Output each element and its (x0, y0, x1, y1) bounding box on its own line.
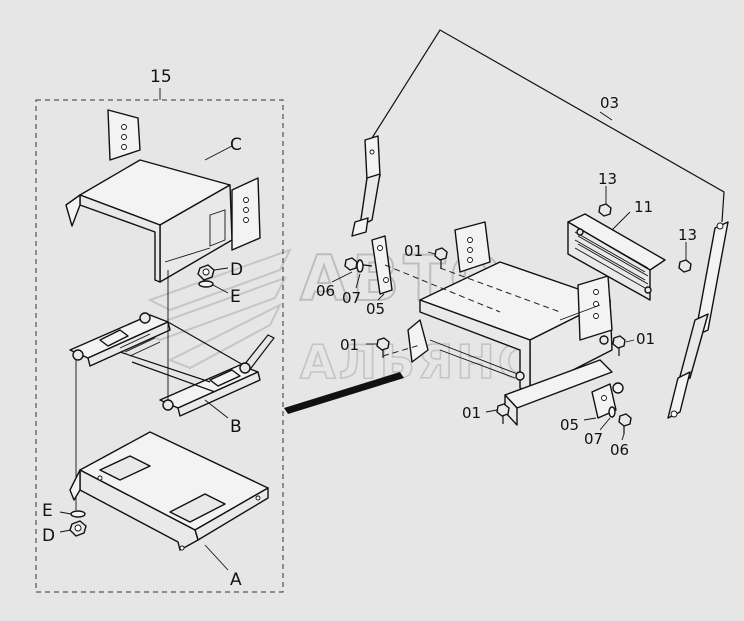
label-01-mid-left: 01 (340, 336, 359, 354)
leader-07-left (355, 273, 361, 289)
part-c-bracket (65, 109, 261, 283)
part-13-right-bolt (678, 259, 692, 273)
label-01-mid-right: 01 (636, 330, 655, 348)
label-d-bottom: D (42, 526, 55, 546)
label-05-right: 05 (560, 416, 579, 434)
part-06-right-bolt (618, 413, 632, 434)
part-01-bottom-bolt (496, 403, 510, 424)
leader-07-right (599, 417, 611, 431)
label-e-bottom: E (42, 501, 53, 521)
label-d-top: D (230, 260, 243, 280)
part-d-top-nut (197, 264, 215, 281)
leader-01-bottom (485, 409, 498, 413)
part-01-mid-left-bolt (376, 337, 390, 358)
leader-e-bottom (59, 511, 72, 515)
main-bracket-box (407, 221, 613, 426)
part-b-slide-rails (69, 312, 275, 417)
part-13-left-bolt (598, 203, 612, 217)
label-03: 03 (600, 94, 619, 112)
label-01-bottom: 01 (462, 404, 481, 422)
label-e-top: E (230, 287, 241, 307)
part-01-mid-right-bolt (612, 335, 626, 356)
leader-11 (611, 211, 631, 231)
leader-e-top (212, 284, 229, 294)
label-13-left: 13 (598, 170, 617, 188)
label-13-right: 13 (678, 226, 697, 244)
label-07-right: 07 (584, 430, 603, 448)
dash-line-3 (382, 344, 421, 357)
leader-06-left (331, 271, 353, 283)
dash-line-2 (384, 264, 501, 313)
leader-b (204, 399, 229, 419)
part-05-right-bracket (591, 382, 624, 419)
leader-05-right (583, 417, 597, 421)
part-a-base-plate (69, 431, 269, 551)
part-e-bottom-washer (70, 510, 86, 518)
leader-d-top (213, 267, 229, 271)
leader-03 (599, 111, 613, 121)
label-06-right: 06 (610, 441, 629, 459)
label-a: A (230, 570, 242, 590)
part-e-top-washer (198, 280, 214, 288)
part-07-right-washer (608, 406, 616, 418)
part-01-top-bolt (434, 247, 448, 268)
dash-line-1 (439, 267, 561, 313)
part-03-left-strut (351, 135, 381, 237)
part-d-bottom-nut (69, 520, 87, 537)
label-06-left: 06 (316, 282, 335, 300)
assembly-pointer-arrow (284, 372, 404, 414)
label-c: C (230, 135, 242, 155)
label-01-top: 01 (404, 242, 423, 260)
part-03-cable (371, 29, 725, 223)
part-05-left-bracket (371, 235, 393, 295)
label-05-left: 05 (366, 300, 385, 318)
label-15: 15 (150, 67, 172, 87)
leader-01-top (427, 251, 436, 255)
leader-06-right (621, 433, 625, 441)
part-07-left-washer (356, 259, 364, 273)
label-11: 11 (634, 198, 653, 216)
leader-c (204, 145, 233, 161)
leader-d-bottom (59, 529, 72, 533)
label-b: B (230, 417, 242, 437)
leader-05-left (377, 293, 385, 301)
leader-a (204, 544, 229, 571)
part-11-vent-grille (567, 213, 666, 301)
leader-01-mid-right (625, 339, 635, 343)
label-07-left: 07 (342, 289, 361, 307)
part-03-right-strut (667, 221, 729, 419)
